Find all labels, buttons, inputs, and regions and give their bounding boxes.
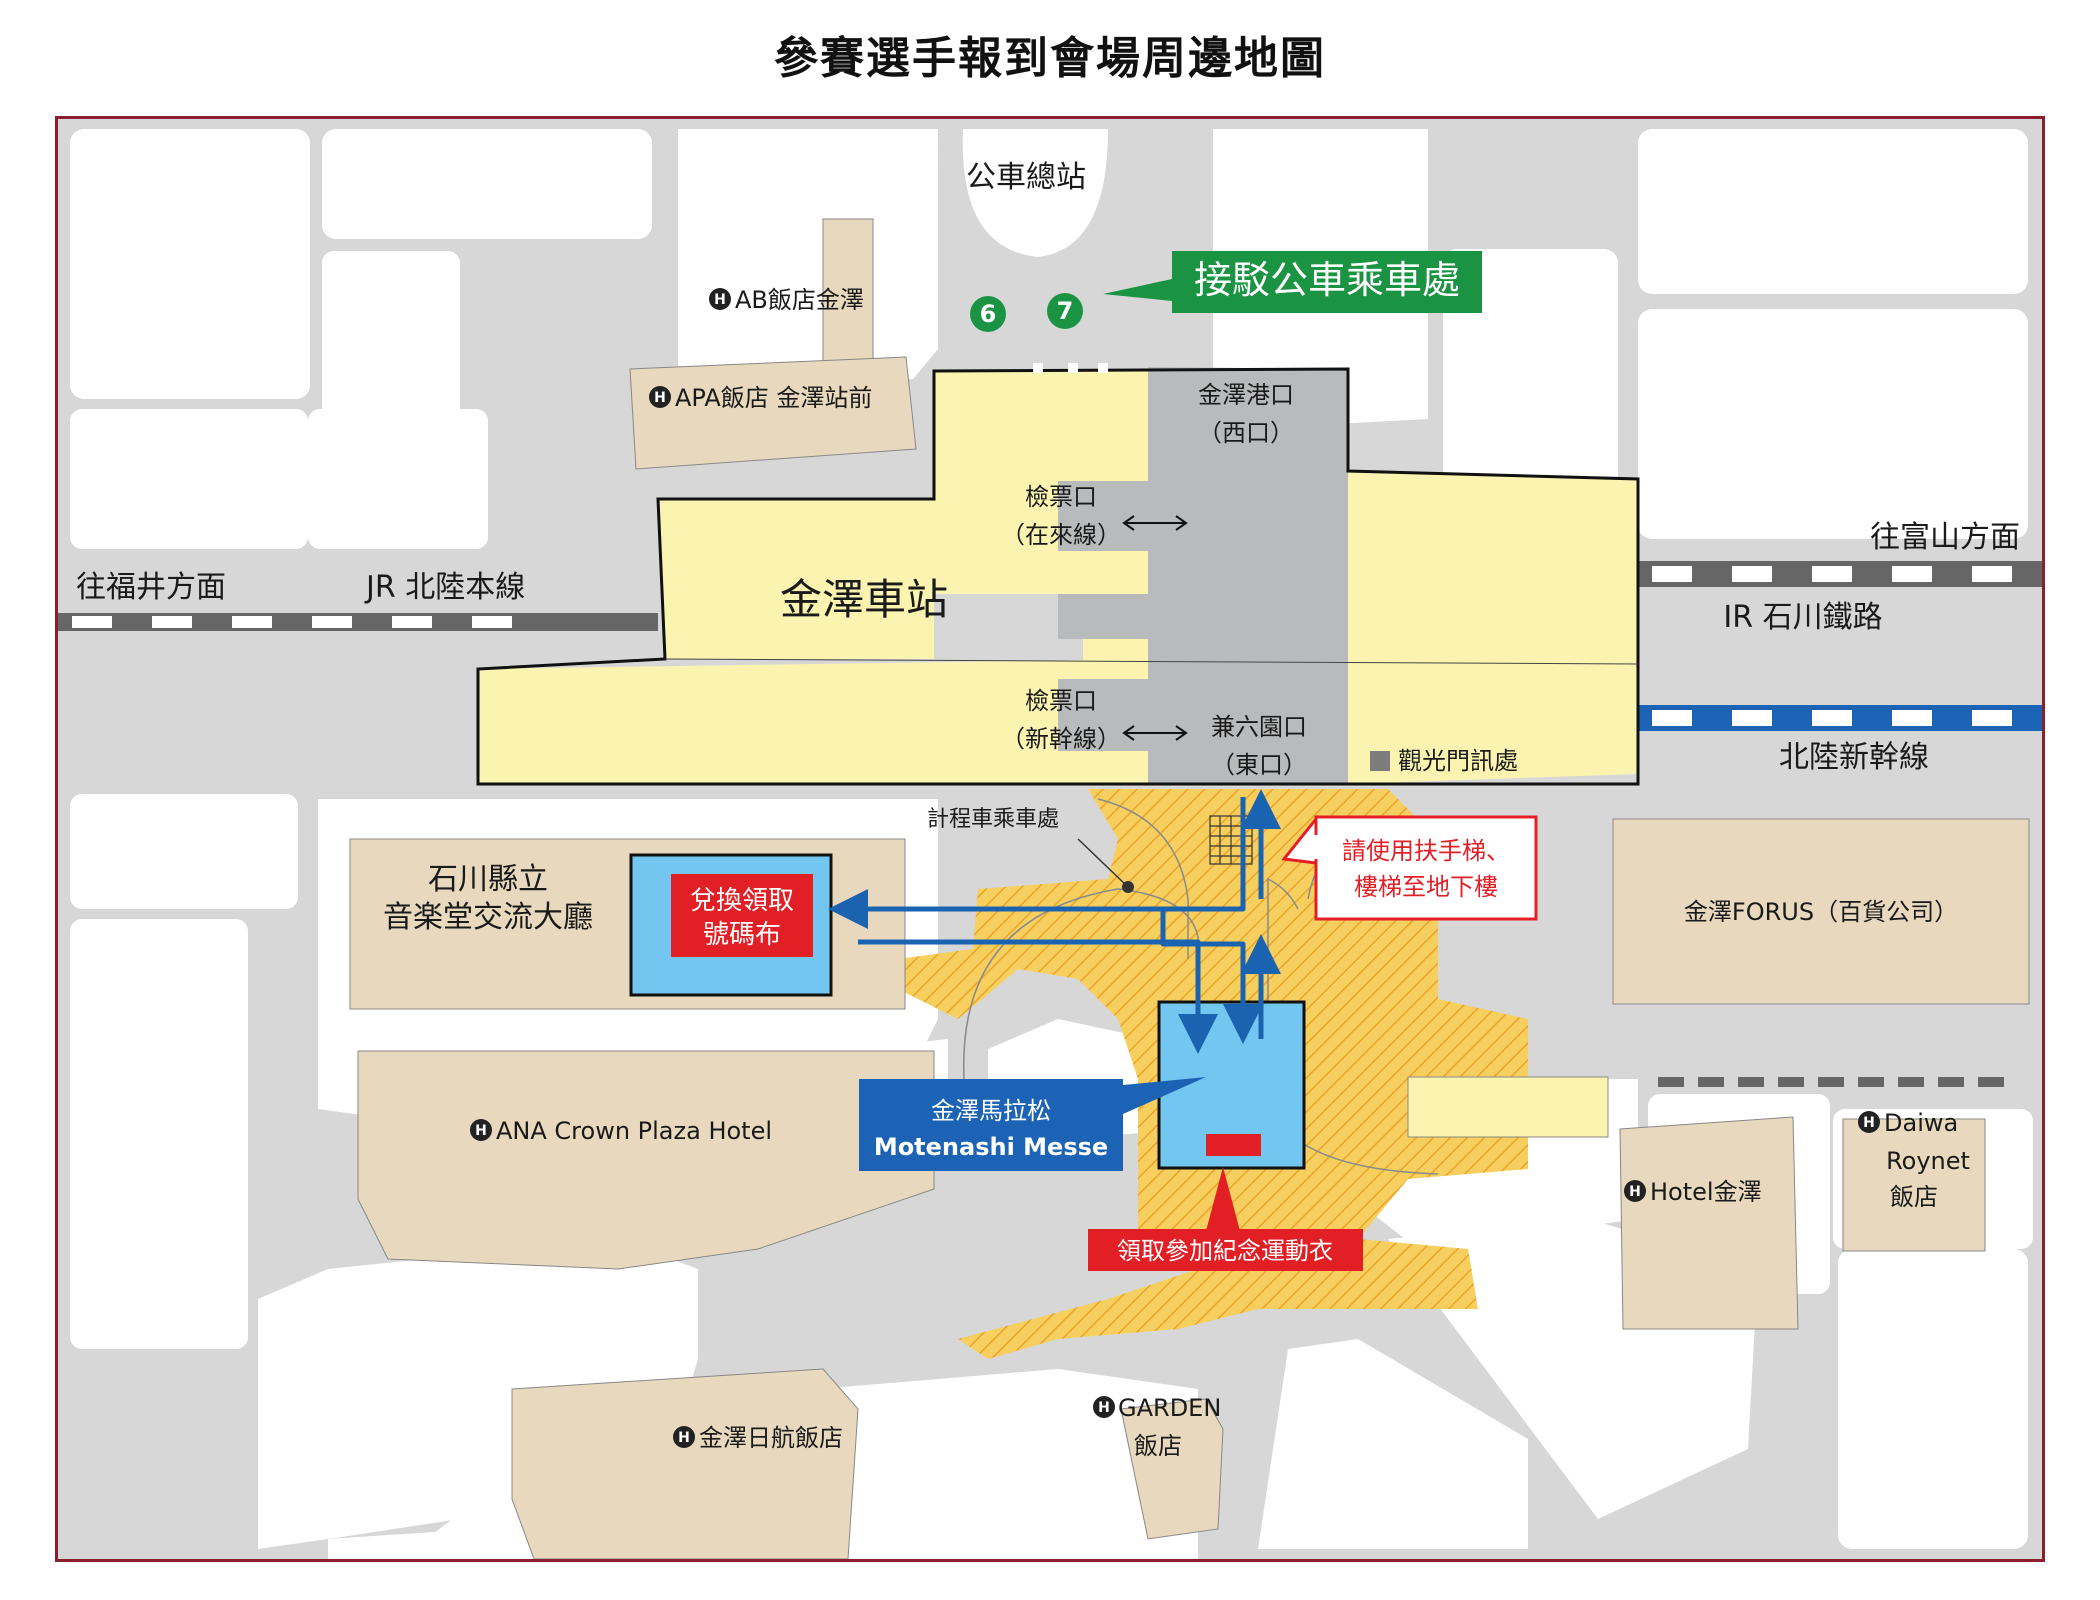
- west-gate-label-2: （西口）: [1198, 419, 1294, 447]
- hotel-ab-label: AB飯店金澤: [735, 286, 864, 314]
- west-gate-label-1: 金澤港口: [1198, 381, 1294, 409]
- tourist-info-square-icon: [1370, 751, 1390, 771]
- hotel-apa-label: APA飯店 金澤站前: [675, 384, 872, 412]
- svg-text:H: H: [1863, 1115, 1875, 1131]
- buildings: [349, 218, 2030, 1559]
- tourist-info-label: 觀光門訊處: [1398, 747, 1518, 775]
- bus-stop-6: 6: [980, 300, 997, 328]
- hotel-kanazawa-label: Hotel金澤: [1650, 1178, 1762, 1206]
- bib-exchange-booth: [629, 853, 833, 997]
- east-gate-label-2: （東口）: [1211, 751, 1307, 779]
- bus-stop-number-icon: [970, 293, 1083, 332]
- messe-label-1: 金澤馬拉松: [931, 1097, 1051, 1125]
- hotel-h-icon: [470, 288, 1880, 1448]
- route-arrows: [828, 789, 1281, 1054]
- shuttle-pickup-label: 接駁公車乘車處: [1194, 258, 1460, 302]
- forus-label: 金澤FORUS（百貨公司）: [1684, 898, 1958, 926]
- tshirt-callout: [1088, 1167, 1363, 1271]
- jr-hokuriku-label: JR 北陸本線: [364, 570, 525, 605]
- map-labels: 公車總站 接駁公車乘車處 6 7 AB飯店金澤 APA飯店 金澤站前 金澤車站 …: [76, 160, 2020, 1460]
- svg-text:H: H: [1629, 1184, 1641, 1200]
- hotel-h-letters: H H H H H H H: [475, 292, 1875, 1446]
- hotel-daiwa-label-1: Daiwa: [1884, 1109, 1958, 1137]
- ir-ishikawa-label: IR 石川鐵路: [1723, 600, 1882, 635]
- bus-terminal-loop: [941, 129, 1128, 279]
- svg-text:H: H: [1098, 1400, 1110, 1416]
- hotel-garden-label-1: GARDEN: [1118, 1394, 1221, 1422]
- hotel-daiwa-label-3: 飯店: [1890, 1183, 1938, 1211]
- station-rooftop-notches: [1033, 363, 1108, 373]
- tshirt-pickup-spot: [1206, 1134, 1261, 1156]
- hotel-ana-label: ANA Crown Plaza Hotel: [496, 1117, 772, 1145]
- railway-lines: [58, 561, 2042, 1087]
- escalator-note-1: 請使用扶手梯、: [1342, 837, 1510, 865]
- concert-hall-label-1: 石川縣立: [428, 862, 548, 897]
- svg-text:H: H: [654, 390, 666, 406]
- escalator-note-callout: [1281, 814, 1538, 921]
- station-label: 金澤車站: [780, 575, 948, 624]
- taxi-label: 計程車乘車處: [927, 807, 1059, 832]
- ticket-gate-conv-label-2: （在來線）: [1001, 521, 1121, 549]
- bib-exchange-label-1: 兌換領取: [690, 886, 794, 916]
- bus-terminal-label: 公車總站: [966, 160, 1086, 195]
- ticket-gate-shink-label-2: （新幹線）: [1001, 725, 1121, 753]
- svg-text:H: H: [714, 292, 726, 308]
- bus-stop-7: 7: [1057, 297, 1074, 325]
- toward-fukui-label: 往福井方面: [76, 570, 226, 605]
- hotel-garden-label-2: 飯店: [1134, 1432, 1182, 1460]
- hotel-nikko-label: 金澤日航飯店: [699, 1424, 843, 1452]
- ticket-gate-shink-label-1: 檢票口: [1025, 687, 1097, 715]
- messe-label-box: [859, 1077, 1206, 1171]
- page-title: 參賽選手報到會場周邊地圖: [774, 33, 1326, 84]
- shuttle-callout: [1103, 251, 1482, 313]
- tshirt-label: 領取參加紀念運動衣: [1117, 1237, 1333, 1265]
- hokuriku-shinkansen-label: 北陸新幹線: [1779, 740, 1929, 775]
- concert-hall-label-2: 音楽堂交流大廳: [383, 900, 593, 935]
- messe-label-2: Motenashi Messe: [874, 1133, 1108, 1161]
- ticket-gate-conv-label-1: 檢票口: [1025, 483, 1097, 511]
- escalator-note-2: 樓梯至地下樓: [1354, 873, 1498, 901]
- svg-text:H: H: [475, 1123, 487, 1139]
- east-gate-label-1: 兼六園口: [1211, 713, 1307, 741]
- taxi-loop: [963, 798, 1439, 1175]
- toward-toyama-label: 往富山方面: [1870, 520, 2020, 555]
- map-canvas: H H H H H H H 公車總站 接駁公車乘車處 6 7 AB飯店金澤 AP…: [58, 119, 2042, 1559]
- hotel-daiwa-label-2: Roynet: [1886, 1147, 1970, 1175]
- bib-exchange-label-2: 號碼布: [703, 920, 781, 950]
- svg-text:H: H: [678, 1430, 690, 1446]
- double-arrow-icon: [1122, 515, 1188, 741]
- map-frame: H H H H H H H 公車總站 接駁公車乘車處 6 7 AB飯店金澤 AP…: [55, 116, 2045, 1562]
- kanazawa-station: [476, 363, 1640, 786]
